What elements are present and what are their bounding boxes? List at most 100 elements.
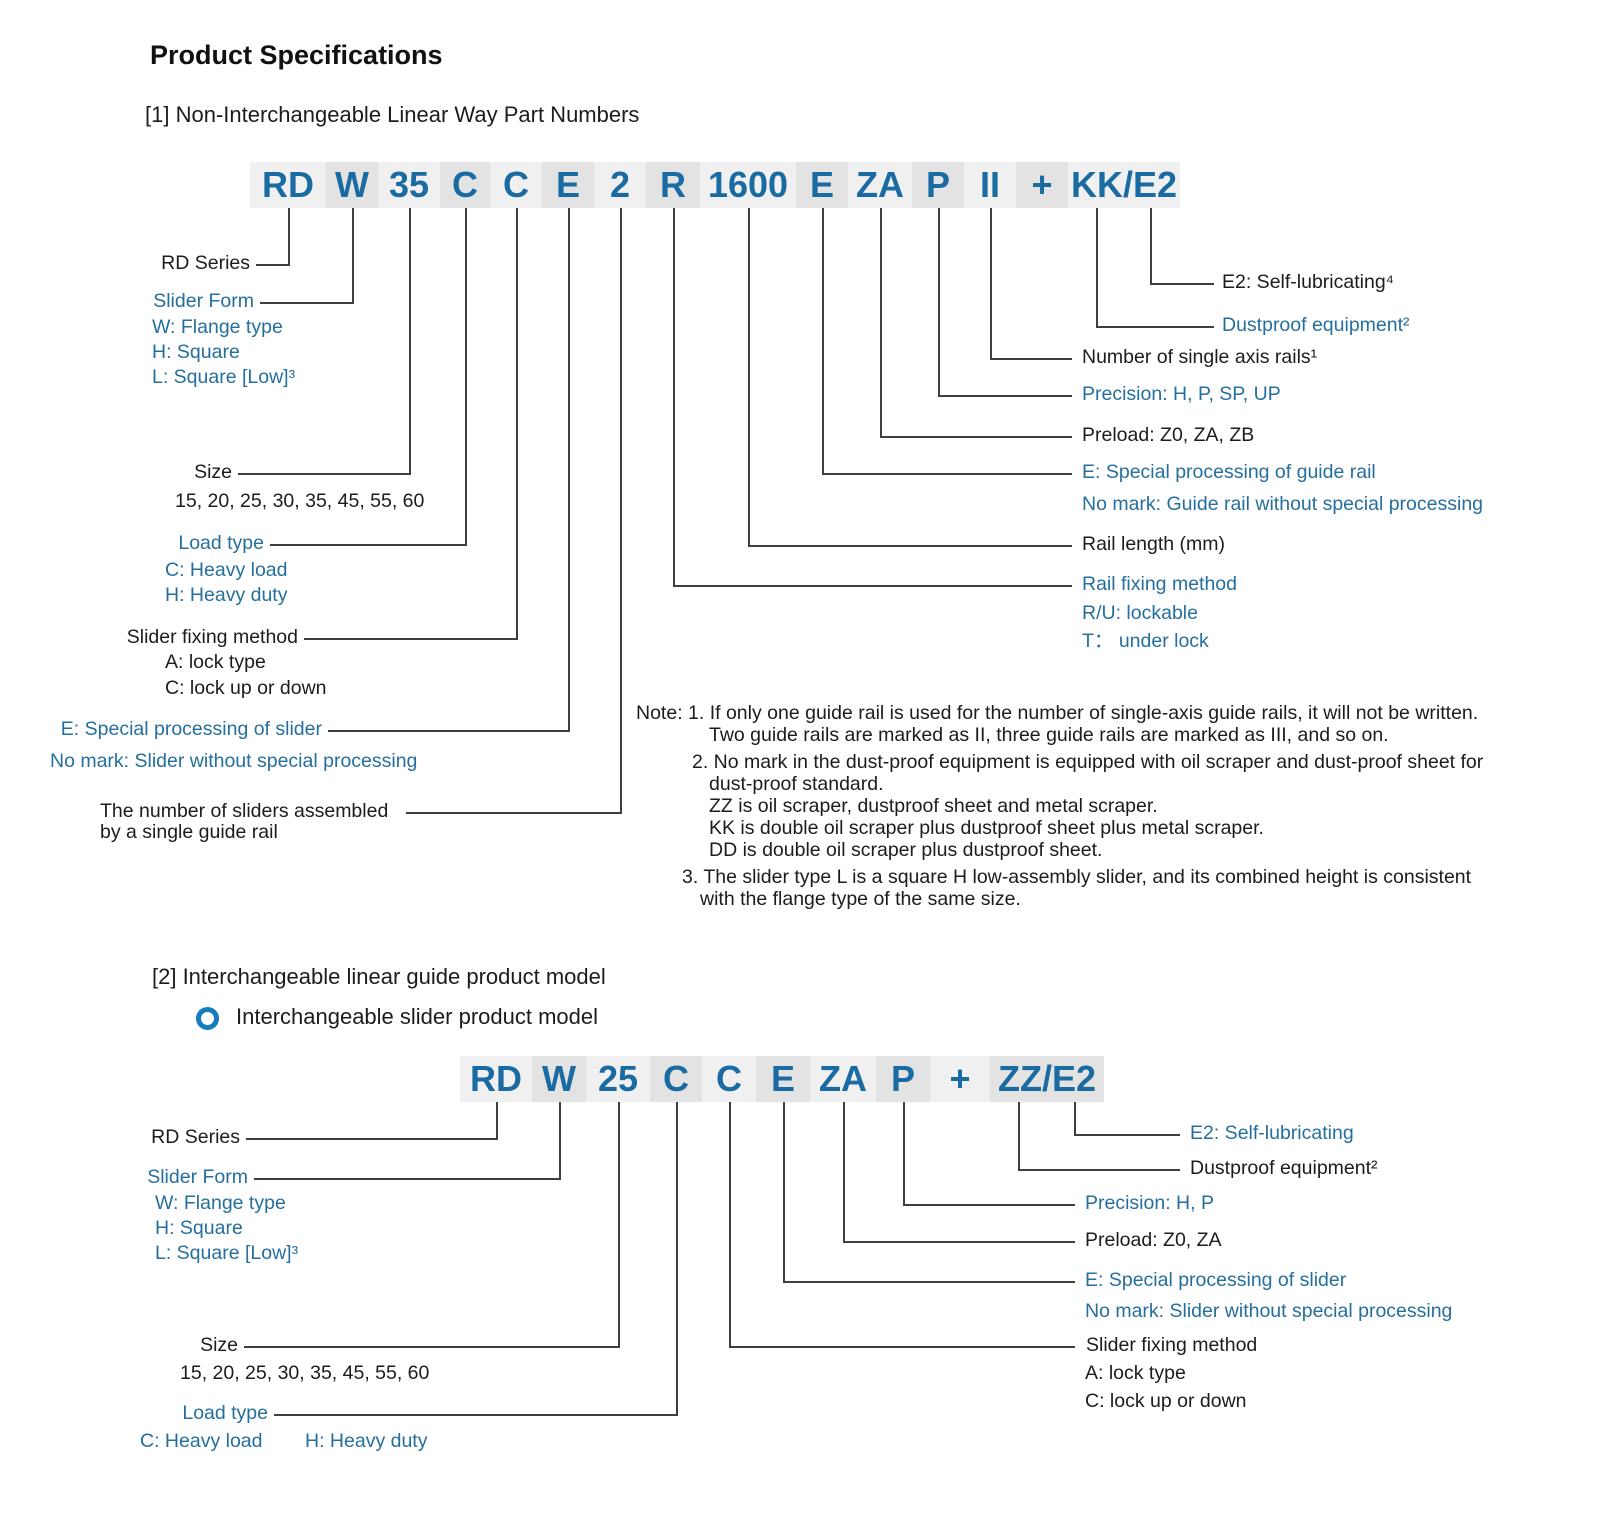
callout2-line-rd-series <box>246 1102 498 1140</box>
code1-seg-e1: E <box>542 162 594 208</box>
callout-line-rail-fixing <box>673 208 1072 587</box>
code1-seg-ii: II <box>964 162 1016 208</box>
label-rd-series: RD Series <box>161 252 250 274</box>
callout-line-e2 <box>1150 208 1214 285</box>
label-e2: E2: Self-lubricating⁴ <box>1222 271 1395 293</box>
code1-seg-rd: RD <box>250 162 326 208</box>
label-slider-special: E: Special processing of slider <box>60 718 322 740</box>
label-precision: Precision: H, P, SP, UP <box>1082 383 1281 405</box>
label-rail-length: Rail length (mm) <box>1082 533 1226 555</box>
label2-e2: E2: Self-lubricating <box>1190 1122 1354 1144</box>
note-line: 3. The slider type L is a square H low-a… <box>682 866 1472 888</box>
label-load-type-c: C: Heavy load <box>165 559 288 581</box>
callout2-line-load-type <box>274 1102 678 1416</box>
code1-seg-za: ZA <box>848 162 912 208</box>
label-slider-form-l: L: Square [Low]³ <box>152 366 296 388</box>
label2-dustproof: Dustproof equipment² <box>1190 1157 1378 1179</box>
callout2-line-size <box>244 1102 620 1348</box>
label-slider-form-h: H: Square <box>152 341 240 363</box>
code1-seg-c2: C <box>490 162 542 208</box>
part-number-2: RD W 25 C C E ZA P + ZZ/E2 <box>460 1056 1104 1102</box>
label2-slider-special: E: Special processing of slider <box>1085 1269 1347 1291</box>
label-slider-fixing-c: C: lock up or down <box>165 677 327 699</box>
code2-seg-25: 25 <box>586 1056 650 1102</box>
code1-seg-c1: C <box>440 162 490 208</box>
label-slider-count-line1: The number of sliders assembled <box>100 800 389 822</box>
label2-load-type-c: C: Heavy load <box>140 1430 263 1452</box>
label-rail-fixing: Rail fixing method <box>1082 573 1237 595</box>
section1-heading: [1] Non-Interchangeable Linear Way Part … <box>145 102 640 127</box>
label-rail-fixing-ru: R/U: lockable <box>1082 602 1198 624</box>
label-size-values: 15, 20, 25, 30, 35, 45, 55, 60 <box>175 490 425 512</box>
code2-seg-w: W <box>532 1056 586 1102</box>
label-rails-count: Number of single axis rails¹ <box>1082 346 1318 368</box>
code2-seg-c2: C <box>702 1056 756 1102</box>
label-load-type: Load type <box>178 532 264 554</box>
code1-seg-plus: + <box>1016 162 1068 208</box>
label-rail-fixing-t: T： under lock <box>1082 630 1209 652</box>
callout2-line-precision <box>903 1102 1075 1206</box>
callout-line-precision <box>938 208 1072 397</box>
code2-seg-c1: C <box>650 1056 702 1102</box>
code1-seg-2: 2 <box>594 162 646 208</box>
label2-slider-fixing-a: A: lock type <box>1085 1362 1186 1384</box>
callout2-line-slider-form <box>254 1102 561 1180</box>
bullet-circle-icon <box>196 1007 219 1030</box>
callout-line-rail-special <box>822 208 1072 475</box>
callout2-line-dustproof <box>1018 1102 1180 1171</box>
note-line: DD is double oil scraper plus dustproof … <box>709 839 1103 861</box>
label2-slider-form-h: H: Square <box>155 1217 243 1239</box>
callout-line-slider-fixing <box>304 208 518 640</box>
part-number-1: RD W 35 C C E 2 R 1600 E ZA P II + KK/E2 <box>250 162 1180 208</box>
note-line: 2. No mark in the dust-proof equipment i… <box>692 751 1484 773</box>
callout-line-slider-form <box>260 208 354 304</box>
code1-seg-p: P <box>912 162 964 208</box>
label2-slider-form-w: W: Flange type <box>155 1192 286 1214</box>
label-load-type-h: H: Heavy duty <box>165 584 288 606</box>
label2-precision: Precision: H, P <box>1085 1192 1214 1214</box>
code1-seg-1600: 1600 <box>700 162 796 208</box>
callout-line-slider-count <box>406 208 622 814</box>
label2-slider-fixing: Slider fixing method <box>1086 1334 1258 1356</box>
label2-load-type: Load type <box>182 1402 268 1424</box>
label2-size-values: 15, 20, 25, 30, 35, 45, 55, 60 <box>180 1362 430 1384</box>
label2-load-type-h: H: Heavy duty <box>305 1430 428 1452</box>
note-line: with the flange type of the same size. <box>700 888 1021 910</box>
callout2-line-slider-special <box>783 1102 1075 1283</box>
label-slider-special-nomark: No mark: Slider without special processi… <box>50 750 418 772</box>
section2-heading: [2] Interchangeable linear guide product… <box>152 964 606 989</box>
note-line: Two guide rails are marked as II, three … <box>709 724 1389 746</box>
code1-seg-w: W <box>326 162 378 208</box>
callout-line-rd-series <box>256 208 290 266</box>
callout2-line-slider-fixing <box>729 1102 1075 1348</box>
label-preload: Preload: Z0, ZA, ZB <box>1082 424 1255 446</box>
callout-line-rail-length <box>748 208 1072 547</box>
callout-line-rails-count <box>990 208 1072 360</box>
label2-size: Size <box>200 1334 238 1356</box>
label-slider-form: Slider Form <box>153 290 254 312</box>
label-slider-fixing: Slider fixing method <box>126 626 298 648</box>
code2-seg-plus: + <box>930 1056 990 1102</box>
section2-subheading: Interchangeable slider product model <box>236 1004 599 1029</box>
code1-seg-e2: E <box>796 162 848 208</box>
label-size: Size <box>194 461 232 483</box>
label-slider-form-w: W: Flange type <box>152 316 283 338</box>
label-dustproof: Dustproof equipment² <box>1222 314 1410 336</box>
label2-slider-special-nomark: No mark: Slider without special processi… <box>1085 1300 1453 1322</box>
label2-slider-form-l: L: Square [Low]³ <box>155 1242 299 1264</box>
note-line: KK is double oil scraper plus dustproof … <box>709 817 1264 839</box>
label-rail-special: E: Special processing of guide rail <box>1082 461 1376 483</box>
label2-rd-series: RD Series <box>151 1126 240 1148</box>
label-rail-special-nomark: No mark: Guide rail without special proc… <box>1082 493 1484 515</box>
callout2-line-preload <box>843 1102 1075 1243</box>
code2-seg-rd: RD <box>460 1056 532 1102</box>
note-line: Note: 1. If only one guide rail is used … <box>636 702 1479 724</box>
label2-slider-fixing-c: C: lock up or down <box>1085 1390 1247 1412</box>
code2-seg-za: ZA <box>810 1056 876 1102</box>
code1-seg-35: 35 <box>378 162 440 208</box>
callout-line-dustproof <box>1096 208 1214 328</box>
note-line: ZZ is oil scraper, dustproof sheet and m… <box>709 795 1158 817</box>
page-title: Product Specifications <box>150 40 443 70</box>
label-slider-count-line2: by a single guide rail <box>100 821 278 843</box>
